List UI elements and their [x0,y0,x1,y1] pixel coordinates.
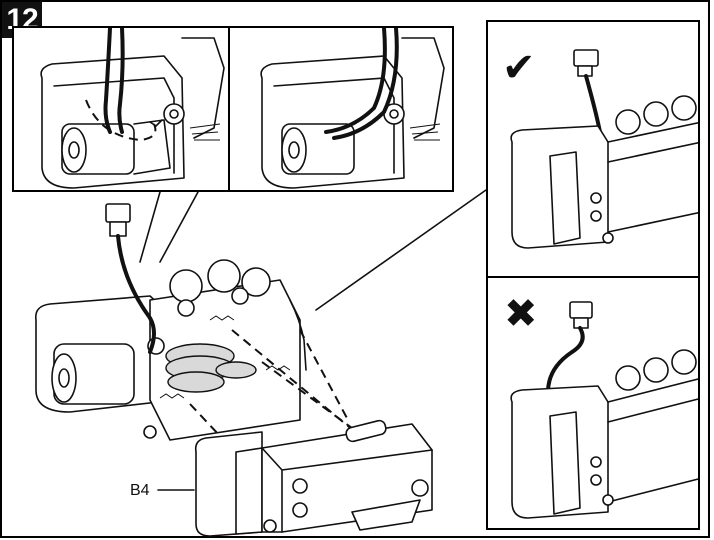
checkmark-icon: ✔ [502,45,536,91]
incorrect-routing-view [510,301,698,519]
inset-callout-line [139,191,161,263]
cross-icon: ✖ [504,291,538,337]
assembly-guide-line-2 [261,361,421,479]
detail-view-after [260,28,445,189]
comparison-illustration [510,49,698,519]
motor-assembly [34,203,307,441]
comparison-panel: ✔ ✖ [486,20,700,530]
detail-inset [12,26,454,192]
comparison-divider [488,276,698,278]
part-label-b4: B4 [130,482,150,499]
part-b4 [194,419,433,537]
detail-view-before [40,28,225,189]
inset-divider [228,28,230,190]
correct-routing-view [510,49,698,249]
detail-illustration [40,28,445,189]
comparison-callout-line [315,189,487,311]
